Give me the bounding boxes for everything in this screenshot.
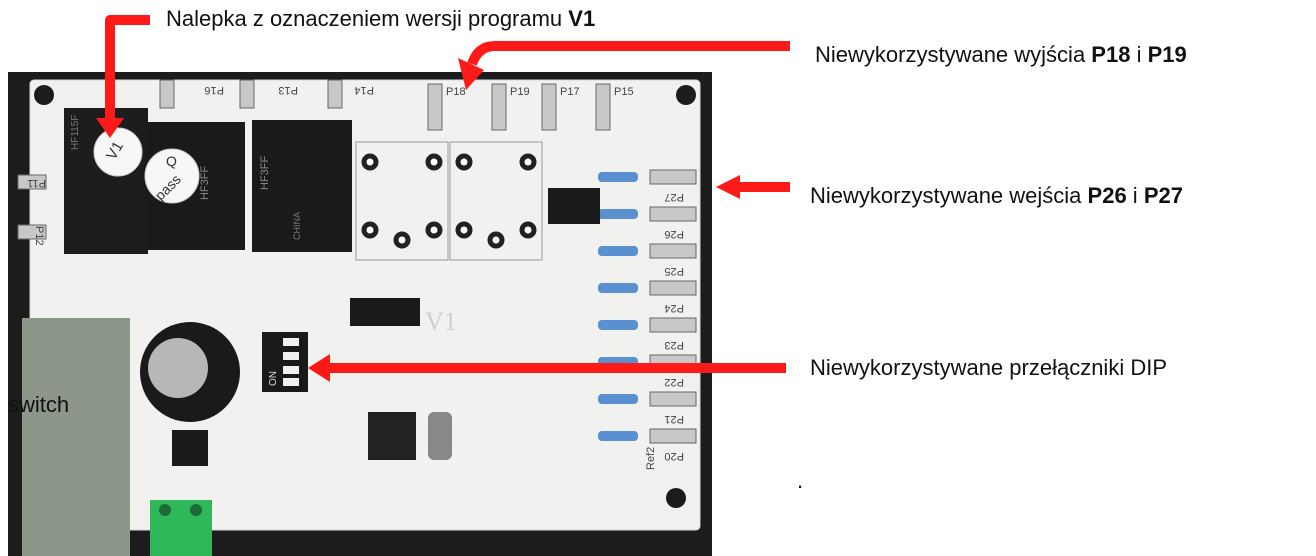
pin-connector xyxy=(649,206,697,222)
pin-label: P24 xyxy=(664,302,684,314)
pin-connector xyxy=(649,317,697,333)
arrow-dip-head xyxy=(308,354,330,382)
pin-label: P13 xyxy=(278,84,298,96)
resistor xyxy=(598,394,638,404)
pin-label: P18 xyxy=(446,86,466,98)
relay-3 xyxy=(252,120,352,252)
pin-label: P22 xyxy=(664,376,684,388)
pin-label: P20 xyxy=(664,450,684,462)
version-sticker-text: V1 xyxy=(103,139,127,163)
pin-label: P17 xyxy=(560,86,580,98)
pin-connector xyxy=(17,174,47,190)
pin-label: P11 xyxy=(27,177,46,189)
resistor xyxy=(598,431,638,441)
pin-label: P21 xyxy=(664,413,684,425)
resistor xyxy=(598,172,638,182)
optocoupler-chip xyxy=(548,188,600,224)
arrow-outputs-head xyxy=(458,58,484,90)
arrow-sticker xyxy=(105,15,150,118)
pin-connector xyxy=(649,280,697,296)
pin-label: P25 xyxy=(664,265,684,277)
dip-annotation: Niewykorzystywane przełączniki DIP xyxy=(810,355,1167,380)
pin-label: P19 xyxy=(510,86,530,98)
transformer-module xyxy=(22,318,130,556)
relay-country: CHINA xyxy=(292,212,302,240)
ic-chip xyxy=(350,298,420,326)
pin-label: P12 xyxy=(33,226,45,246)
mount-hole xyxy=(666,488,686,508)
arrow-outputs xyxy=(467,41,790,66)
pin-connector xyxy=(17,224,47,240)
inputs-annotation: Niewykorzystywane wejścia P26 i P27 xyxy=(810,183,1183,208)
pin-connector xyxy=(649,428,697,444)
pass-sticker xyxy=(144,148,200,204)
pin-label: P14 xyxy=(354,84,374,96)
resistor xyxy=(598,320,638,330)
pin-connector xyxy=(649,243,697,259)
relay-3-brand: HF3FF xyxy=(259,156,271,191)
resistor xyxy=(598,283,638,293)
pin-label: P15 xyxy=(614,86,634,98)
pin-connector xyxy=(649,391,697,407)
outputs-annotation: Niewykorzystywane wyjścia P18 i P19 xyxy=(815,42,1187,67)
version-mark: V1 xyxy=(425,307,457,336)
relay-footprint xyxy=(355,141,449,261)
mount-hole xyxy=(676,85,696,105)
capacitor-top xyxy=(148,338,208,398)
relay-2-brand: HF3FF xyxy=(199,166,211,201)
mcu-chip xyxy=(368,412,416,460)
arrow-sticker-head xyxy=(96,118,124,138)
pin-label: P23 xyxy=(664,339,684,351)
ref-label: Ref2 xyxy=(645,447,657,470)
crystal xyxy=(428,412,452,460)
stray-dot: . xyxy=(797,468,804,493)
pin-connector xyxy=(649,169,697,185)
pin-label: P16 xyxy=(204,84,224,96)
resistor xyxy=(598,209,638,219)
version-sticker xyxy=(93,127,143,177)
arrow-inputs-head xyxy=(716,175,740,199)
relay-footprint xyxy=(449,141,543,261)
pin-label: P26 xyxy=(664,228,684,240)
dip-on-label: ON xyxy=(268,371,279,386)
resistor xyxy=(598,246,638,256)
relay-1-brand: HF115F xyxy=(70,115,81,150)
regulator xyxy=(172,430,208,466)
pass-sticker-q: Q xyxy=(166,153,177,169)
pin-label: P27 xyxy=(664,191,684,203)
switch-label: switch xyxy=(8,392,69,417)
mount-hole xyxy=(34,85,54,105)
sticker-annotation: Nalepka z oznaczeniem wersji programu V1 xyxy=(166,6,596,31)
